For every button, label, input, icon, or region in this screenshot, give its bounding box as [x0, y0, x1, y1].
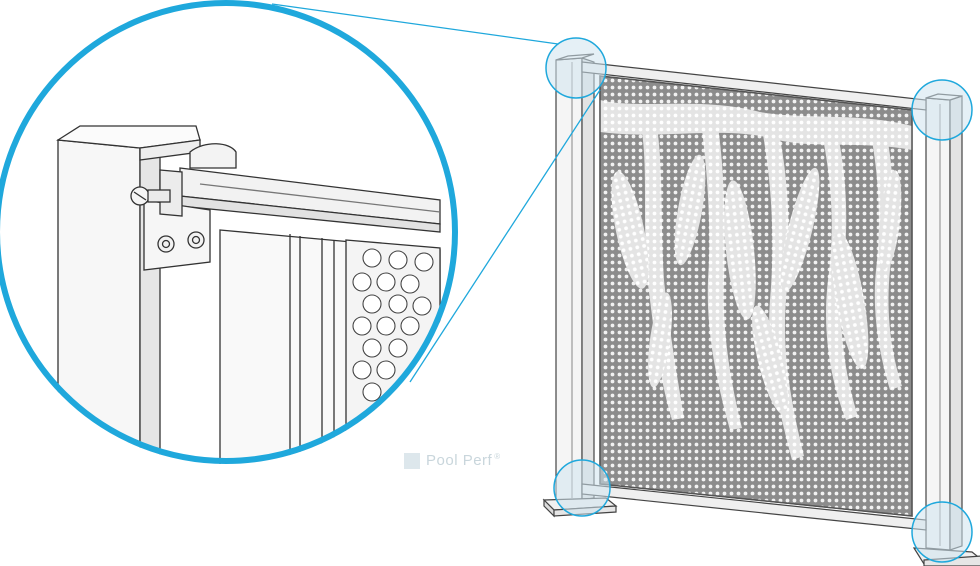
callout-bottom-right	[911, 501, 973, 563]
zoom-perforations	[352, 248, 434, 402]
brand-watermark: Pool Perf®	[404, 452, 501, 469]
callout-top-right	[911, 79, 973, 141]
callout-leader-lines	[271, 3, 601, 383]
callout-top-left	[545, 37, 607, 99]
brand-logo-mark	[404, 452, 420, 469]
corner-callouts	[545, 37, 973, 563]
zoom-bracket	[143, 199, 211, 271]
zoom-post-cap	[56, 125, 201, 149]
detail-zoom	[0, 0, 458, 464]
brand-text: Pool Perf®	[426, 452, 501, 469]
detail-callout-ring	[0, 0, 458, 464]
gum-leaf-pattern	[600, 100, 912, 460]
screw-icon	[130, 186, 171, 206]
bracket-bolt-icon	[157, 231, 205, 253]
fence-panel	[542, 53, 980, 566]
callout-bottom-left	[553, 459, 611, 517]
right-post	[912, 93, 980, 566]
